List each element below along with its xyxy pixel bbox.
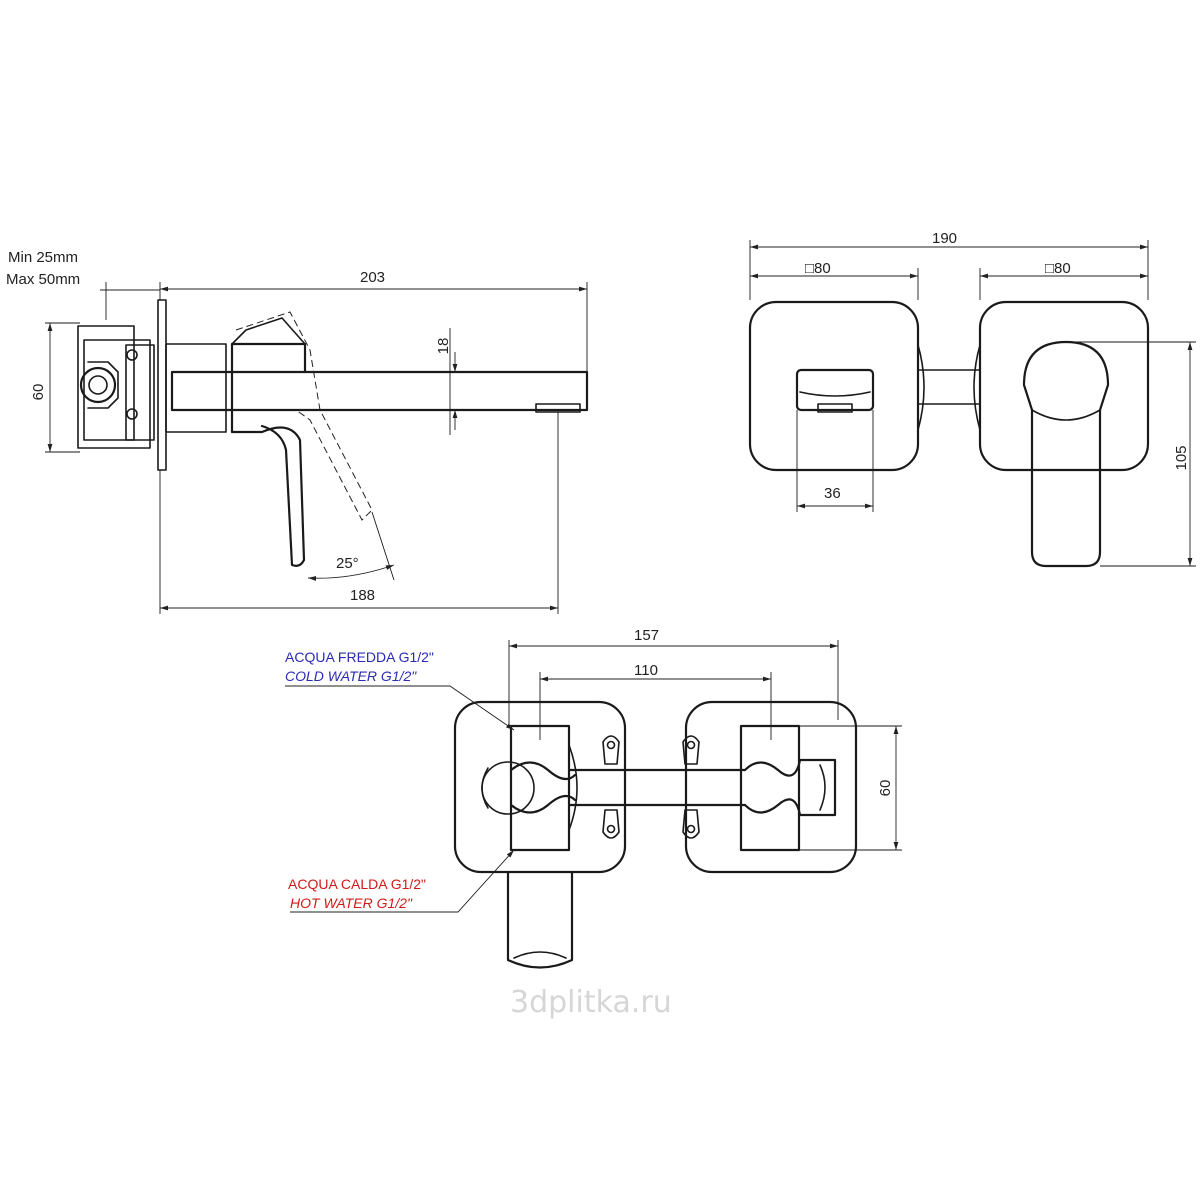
left-mounting-box xyxy=(453,700,627,874)
escutcheon-body xyxy=(165,343,227,433)
spout-length-dimension: 203 xyxy=(360,269,385,286)
left-plate-dimension: □80 xyxy=(805,260,831,277)
total-width-dimension: 190 xyxy=(932,230,957,247)
box-height-dimension: 60 xyxy=(877,780,894,797)
concealed-body xyxy=(77,325,151,449)
spout-width-dimension: 36 xyxy=(824,485,841,502)
left-valve-body xyxy=(509,724,571,852)
right-plate-dimension: □80 xyxy=(1045,260,1071,277)
connecting-pipe xyxy=(568,768,747,807)
center-distance-dimension: 110 xyxy=(634,662,658,679)
mounting-lugs xyxy=(602,735,700,839)
right-valve-body xyxy=(739,724,801,852)
bottom-outlet xyxy=(506,870,574,969)
rear-view: 157 110 xyxy=(285,627,902,969)
watermark: 3dplitka.ru xyxy=(510,985,672,1020)
wall-plate-edge xyxy=(157,299,167,471)
total-depth-dimension: 188 xyxy=(350,587,375,604)
right-mounting-box xyxy=(684,700,858,874)
handle-angle-arc xyxy=(307,564,395,581)
side-view: Min 25mm Max 50mm 203 60 18 xyxy=(6,249,589,614)
front-view: 190 □80 □80 36 105 xyxy=(748,230,1196,568)
handle-front xyxy=(1022,340,1110,568)
cold-water-label-it: ACQUA FREDDA G1/2" xyxy=(285,649,434,665)
spout xyxy=(170,370,589,412)
body-inlet-fitting xyxy=(79,366,117,404)
spout-height-dimension: 18 xyxy=(435,338,452,355)
wall-thickness-min-label: Min 25mm xyxy=(8,249,78,266)
cold-water-label-en: COLD WATER G1/2" xyxy=(285,668,417,684)
connecting-bar xyxy=(917,369,981,405)
mixer-handle xyxy=(230,342,307,567)
hot-water-label-it: ACQUA CALDA G1/2" xyxy=(288,876,426,892)
left-cover-plate xyxy=(748,300,920,472)
hot-water-label-en: HOT WATER G1/2" xyxy=(290,895,413,911)
handle-angle-dimension: 25° xyxy=(336,555,359,572)
body-height-dimension: 60 xyxy=(30,384,47,401)
wall-thickness-max-label: Max 50mm xyxy=(6,271,80,288)
box-width-dimension: 157 xyxy=(634,627,659,644)
total-height-dimension: 105 xyxy=(1173,445,1190,470)
spout-outlet xyxy=(535,403,581,413)
right-cover-plate xyxy=(978,300,1150,472)
hot-water-leader xyxy=(290,849,515,913)
spout-front xyxy=(795,368,875,412)
cold-water-leader xyxy=(285,685,515,731)
